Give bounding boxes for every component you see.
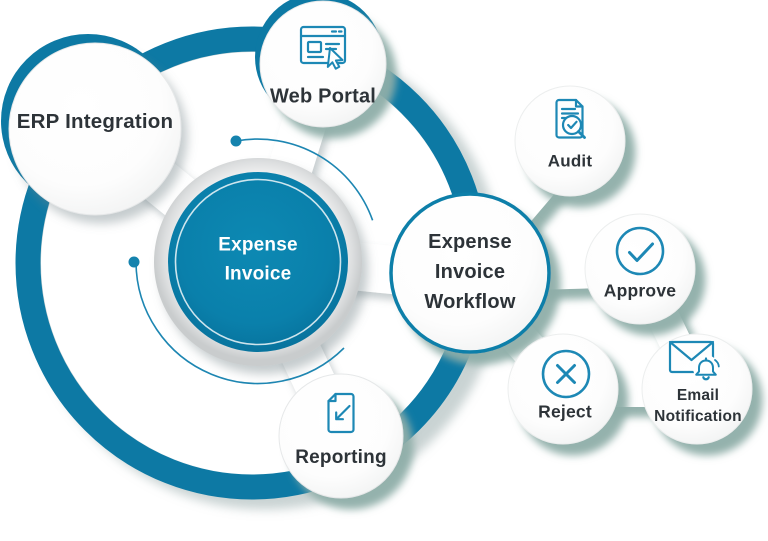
hub-orbit-arcs bbox=[135, 138, 374, 385]
node-audit-circle bbox=[514, 85, 626, 197]
web-portal-browser-icon bbox=[299, 25, 347, 70]
audit-document-magnifier-icon bbox=[555, 98, 586, 139]
hub-expense-invoice-circle bbox=[168, 172, 348, 352]
orbit-arc-left bbox=[135, 261, 345, 385]
orbit-arc-top bbox=[235, 138, 374, 221]
node-erp-circle bbox=[8, 42, 182, 216]
reporting-document-icon bbox=[327, 392, 355, 434]
email-envelope-bell-icon bbox=[668, 340, 720, 381]
node-reporting-circle bbox=[278, 373, 404, 499]
hub-inner-white-ring bbox=[174, 178, 342, 346]
reject-cross-circle-icon bbox=[541, 349, 591, 399]
node-workflow-circle bbox=[389, 192, 551, 354]
node-approve-circle bbox=[584, 213, 696, 325]
node-email-circle bbox=[641, 333, 753, 445]
orbit-dot-left bbox=[128, 256, 140, 268]
node-reject-circle bbox=[507, 333, 619, 445]
approve-check-circle-icon bbox=[615, 226, 665, 276]
orbit-dot-top bbox=[230, 135, 242, 147]
